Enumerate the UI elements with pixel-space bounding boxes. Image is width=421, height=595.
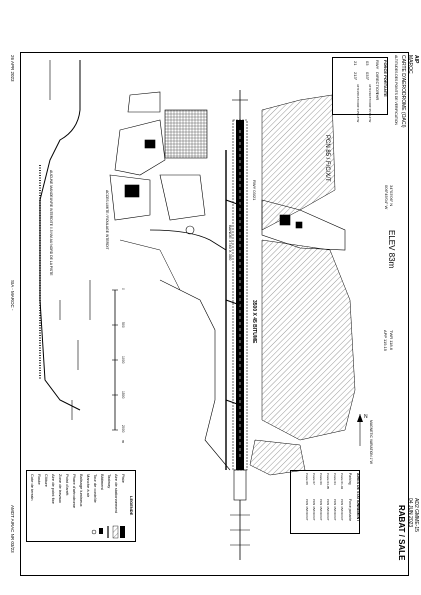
- table-cell: PCN 35/F/C/X/T: [312, 499, 316, 521]
- table-cell: PCN 35/F/C/X/T: [305, 499, 309, 521]
- east-apron: [261, 199, 346, 251]
- table-cell: PCN 35/F/C/X/T: [319, 499, 323, 521]
- place-name: RABAT / SALE: [397, 505, 406, 561]
- table-cell: PCN 35/F/C/X/T: [333, 499, 337, 521]
- table-cell: 34°03'08.6"N 006°44'51.8"W: [356, 84, 360, 123]
- runway-table-header-thr: THR: [375, 92, 380, 101]
- table-cell: Poste 06: [319, 473, 323, 485]
- table-cell: 34°03'29.5"N 006°45'49.6"W: [368, 84, 372, 123]
- restricted-note: ACCES LIMITE / ROULAGE INTERDIT: [105, 190, 109, 250]
- runway-designator: RWY 03/21: [252, 180, 257, 201]
- scale-unit: m: [121, 440, 125, 443]
- approach-lights-south: [230, 469, 250, 560]
- table-cell: 033°: [365, 72, 370, 81]
- twr-frequency: TWR 118.6: [389, 330, 394, 350]
- legend-box: LEGENDE Piste Aire de stationnement Taxi…: [26, 470, 136, 542]
- scale-label-3: 1500: [121, 391, 125, 399]
- aip-ref: AD2 GMME-15: [413, 498, 419, 532]
- footer-right: AMDT AIRAC NR 03/23: [10, 505, 15, 553]
- legend-symbols: [91, 525, 125, 539]
- terminal-buildings: [109, 91, 206, 221]
- table-cell: Poste 01-02: [340, 473, 344, 490]
- footer-left: 26 APR 2023: [10, 55, 15, 82]
- table-cell: 03: [365, 61, 370, 66]
- footer-center: SIA - MAROC -: [10, 280, 15, 311]
- runway-table: FORCE PORTANTE RWY DIRECTION THR 03 033°…: [332, 57, 388, 122]
- north-arrow: N: [357, 414, 368, 446]
- scale-label-2: 1000: [121, 356, 125, 364]
- parking-table: AIRES DE STATIONNEMENT Parking Force por…: [290, 470, 360, 534]
- runway-table-header-rwy: RWY: [375, 60, 380, 70]
- approach-lights-north: [232, 90, 248, 120]
- terrain-area-south: [249, 439, 306, 476]
- atc-note: ALTITUDES DES POINTS DE VERIFICATION: [394, 55, 398, 125]
- holding-point-marker: [185, 225, 195, 235]
- scale-label-0: 0: [121, 288, 125, 290]
- scale-bar: [112, 289, 118, 431]
- runway-table-header-dir: DIRECTION: [375, 72, 380, 94]
- apron-grid: [164, 109, 208, 159]
- table-cell: 213°: [353, 72, 358, 81]
- chart-title: CARTE D'AERODROME (OACI): [400, 55, 406, 128]
- compass-label: N: [364, 414, 368, 420]
- magnetic-variation: MAGNETIC VARIATION 1°W: [369, 420, 373, 464]
- runway-dimension-label: 3500 X 45 BITUME: [251, 300, 257, 344]
- scale-label-4: 2000: [121, 425, 125, 433]
- elevation: ELEV 83m: [387, 230, 396, 269]
- left-note: AUCUNE MANOEUVRE INTERDITE 0.5 NM AU NOR…: [49, 170, 53, 276]
- table-cell: Poste 08: [305, 473, 309, 485]
- terrain-area-east: [261, 239, 356, 441]
- coords-w: 006°45'04" W: [384, 185, 389, 210]
- runway-strip-label: BANDE 3740 X 300: [228, 225, 233, 261]
- table-cell: PCN 35/F/C/X/T: [326, 499, 330, 521]
- country-label: MAROC: [407, 55, 413, 74]
- pcn-value: PCN 85 / F/C/X/T: [324, 135, 330, 182]
- table-cell: PCN 35/F/C/X/T: [340, 499, 344, 521]
- chart-date: 04 JUN 2023: [407, 498, 413, 528]
- aip-label: AIP: [413, 55, 419, 64]
- chart-frame: [20, 52, 409, 576]
- table-cell: Poste 07: [312, 473, 316, 485]
- coords-n: 34°03'06" N: [389, 185, 394, 207]
- runway-table-title: FORCE PORTANTE: [383, 60, 388, 97]
- scale-label-1: 500: [121, 322, 125, 328]
- parking-header-0: Parking: [348, 473, 352, 485]
- table-cell: Poste 04-05: [326, 473, 330, 490]
- north-access-track: [39, 60, 81, 411]
- table-cell: 21: [353, 61, 358, 66]
- parking-header-1: Force portante: [348, 499, 352, 522]
- access-road: [149, 229, 227, 251]
- parking-table-title: AIRES DE STATIONNEMENT: [356, 473, 360, 522]
- app-frequency: APP 119.15: [383, 330, 388, 351]
- table-cell: Poste 03: [333, 473, 337, 485]
